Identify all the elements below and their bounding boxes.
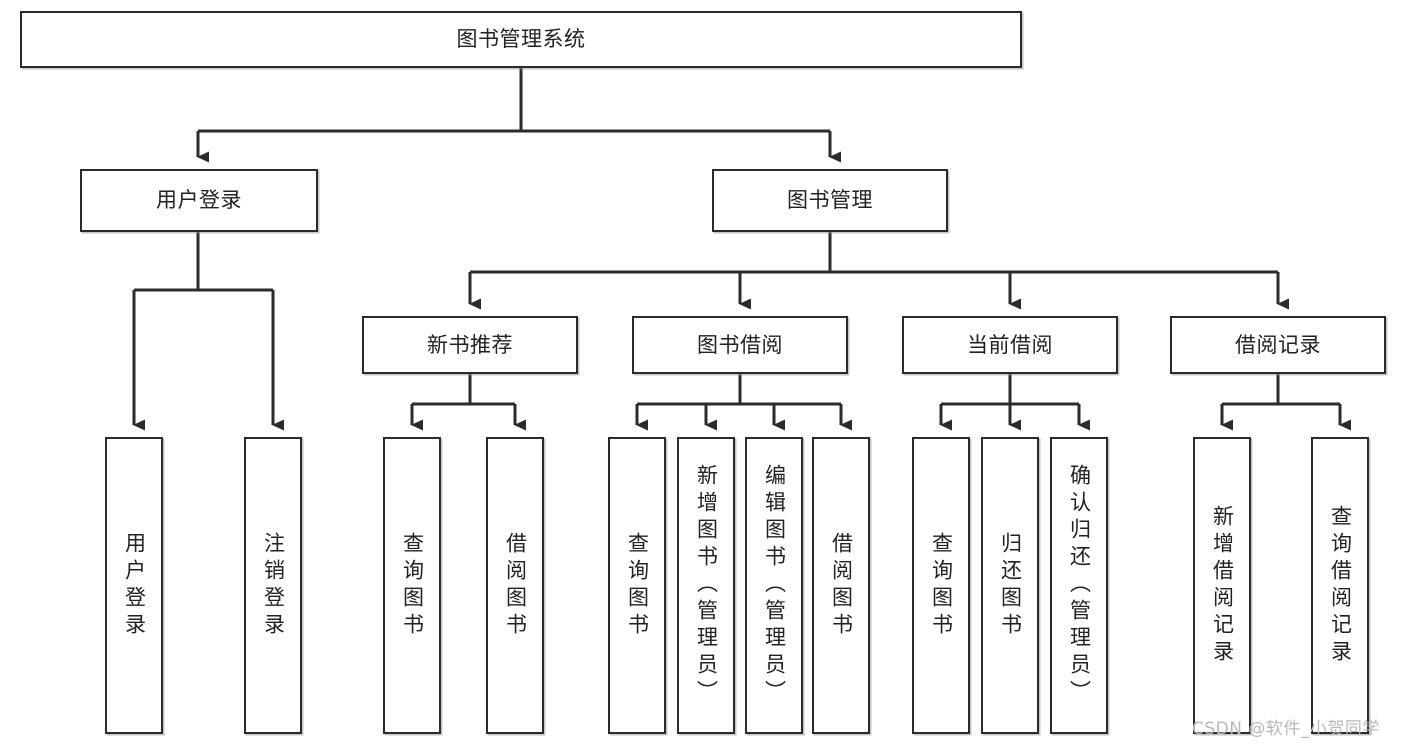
leaf-borrow-book-2[interactable]: 借阅图书 — [812, 437, 870, 734]
node-borrow-record[interactable]: 借阅记录 — [1170, 316, 1386, 374]
node-label: 当前借阅 — [967, 332, 1053, 357]
leaf-return-book[interactable]: 归还图书 — [981, 437, 1039, 734]
node-label: 图书管理系统 — [456, 27, 586, 52]
leaf-confirm-return[interactable]: 确认归还（管理员） — [1050, 437, 1108, 734]
node-label: 编辑图书（管理员） — [762, 464, 787, 707]
node-root-book-management-system[interactable]: 图书管理系统 — [20, 11, 1022, 68]
leaf-logout-login[interactable]: 注销登录 — [244, 437, 302, 734]
node-label: 查询借阅记录 — [1328, 504, 1353, 667]
node-label: 查询图书 — [625, 531, 650, 640]
leaf-query-book-1[interactable]: 查询图书 — [383, 437, 441, 734]
leaf-edit-book[interactable]: 编辑图书（管理员） — [745, 437, 803, 734]
node-label: 图书管理 — [787, 188, 873, 213]
node-new-book-recommend[interactable]: 新书推荐 — [362, 316, 578, 374]
node-label: 借阅记录 — [1235, 332, 1321, 357]
node-label: 新增借阅记录 — [1210, 504, 1235, 667]
node-label: 注销登录 — [261, 531, 286, 640]
leaf-query-book-3[interactable]: 查询图书 — [912, 437, 970, 734]
node-label: 查询图书 — [400, 531, 425, 640]
node-label: 借阅图书 — [503, 531, 528, 640]
leaf-user-login[interactable]: 用户登录 — [105, 437, 163, 734]
leaf-add-book[interactable]: 新增图书（管理员） — [677, 437, 735, 734]
node-label: 借阅图书 — [829, 531, 854, 640]
node-user-login[interactable]: 用户登录 — [80, 169, 318, 232]
node-label: 查询图书 — [929, 531, 954, 640]
leaf-query-book-2[interactable]: 查询图书 — [608, 437, 666, 734]
leaf-add-borrow-record[interactable]: 新增借阅记录 — [1193, 437, 1251, 734]
node-label: 新增图书（管理员） — [694, 464, 719, 707]
leaf-query-borrow-record[interactable]: 查询借阅记录 — [1311, 437, 1369, 734]
node-book-management[interactable]: 图书管理 — [712, 169, 948, 232]
node-label: 图书借阅 — [697, 332, 783, 357]
node-book-borrow[interactable]: 图书借阅 — [632, 316, 848, 374]
node-label: 新书推荐 — [427, 332, 513, 357]
leaf-borrow-book-1[interactable]: 借阅图书 — [486, 437, 544, 734]
node-label: 归还图书 — [998, 531, 1023, 640]
csdn-watermark: CSDN @软件_小贺同学 — [1192, 719, 1380, 739]
node-label: 用户登录 — [122, 531, 147, 640]
node-label: 用户登录 — [156, 188, 242, 213]
node-current-borrow[interactable]: 当前借阅 — [902, 316, 1118, 374]
node-label: 确认归还（管理员） — [1067, 464, 1092, 707]
